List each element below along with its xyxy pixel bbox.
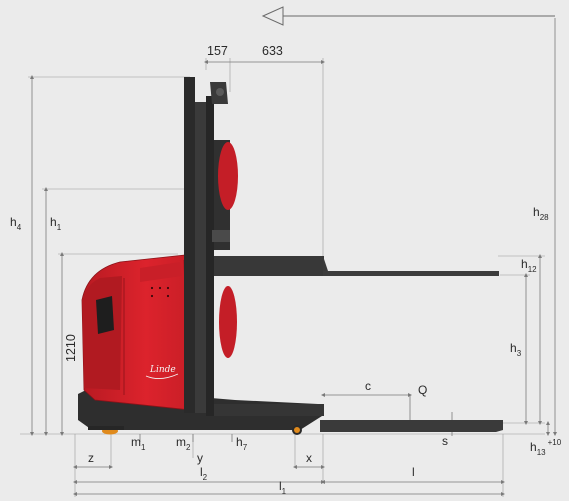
dimension-lines bbox=[30, 18, 557, 496]
label-157: 157 bbox=[207, 44, 228, 58]
label-l1: l1 bbox=[279, 479, 287, 496]
direction-arrow bbox=[261, 6, 555, 26]
brand-label: Linde bbox=[149, 365, 176, 375]
label-l2: l2 bbox=[200, 465, 208, 482]
label-Q: Q bbox=[418, 383, 427, 397]
label-c: c bbox=[365, 379, 371, 393]
label-h1: h1 bbox=[50, 215, 62, 232]
mast bbox=[184, 77, 195, 413]
label-h28: h28 bbox=[533, 205, 549, 222]
label-s: s bbox=[442, 434, 448, 448]
label-l: l bbox=[412, 465, 415, 479]
label-h12: h12 bbox=[521, 257, 537, 274]
label-1210: 1210 bbox=[64, 334, 78, 362]
label-m2: m2 bbox=[176, 435, 191, 452]
label-x: x bbox=[306, 451, 312, 465]
label-633: 633 bbox=[262, 44, 283, 58]
lower-forks bbox=[214, 404, 324, 416]
label-h4: h4 bbox=[10, 215, 22, 232]
label-y: y bbox=[197, 451, 203, 465]
truck-illustration: Linde bbox=[78, 77, 503, 435]
dimension-labels: 157 633 h4 h1 h28 h12 h3 h13+10 h7 1210 … bbox=[10, 44, 562, 496]
label-h7: h7 bbox=[236, 435, 248, 452]
upper-forks bbox=[214, 256, 324, 276]
label-m1: m1 bbox=[131, 435, 146, 452]
label-z: z bbox=[88, 451, 94, 465]
label-h13: h13+10 bbox=[530, 438, 562, 457]
load-wheel bbox=[294, 427, 300, 433]
label-h3: h3 bbox=[510, 341, 522, 358]
